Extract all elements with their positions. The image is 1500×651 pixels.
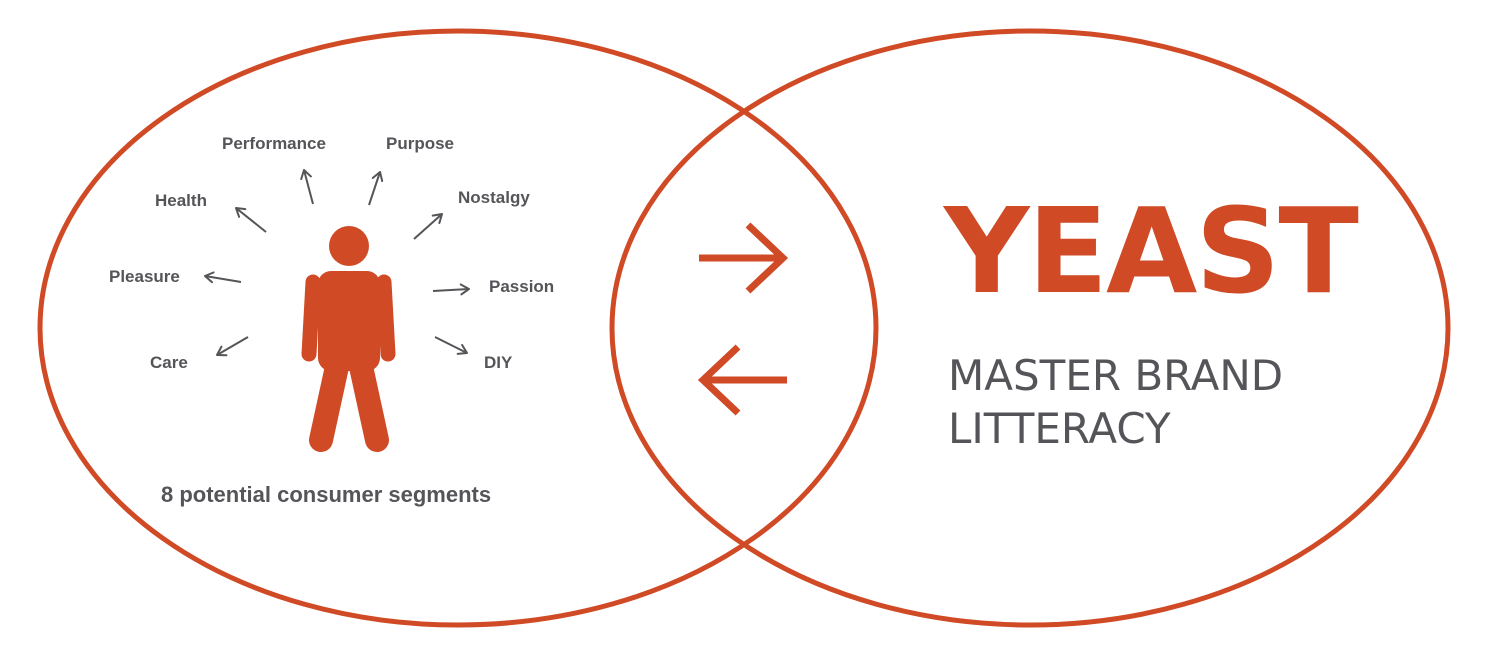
arrow-right-icon — [699, 222, 789, 294]
arrow-diy-icon — [434, 336, 468, 355]
segment-label-purpose: Purpose — [386, 134, 454, 153]
arrow-purpose-icon — [368, 171, 384, 206]
segment-label-diy: DIY — [484, 353, 513, 372]
person-icon — [301, 226, 396, 452]
arrow-care-icon — [216, 336, 249, 357]
brand-title: YEAST — [942, 182, 1358, 320]
arrow-performance-icon — [300, 169, 314, 205]
segment-label-passion: Passion — [489, 277, 554, 296]
segment-label-pleasure: Pleasure — [109, 267, 180, 286]
segment-label-health: Health — [155, 191, 207, 210]
arrow-pleasure-icon — [204, 271, 242, 284]
subtitle-line-2: LITTERACY — [948, 404, 1171, 453]
right-circle — [609, 28, 1451, 628]
segment-arrows — [204, 169, 470, 357]
left-circle — [37, 28, 879, 628]
arrow-passion-icon — [432, 283, 470, 296]
arrow-left-icon — [697, 344, 787, 416]
segment-label-nostalgy: Nostalgy — [458, 188, 530, 207]
subtitle-line-1: MASTER BRAND — [948, 351, 1283, 400]
segment-label-care: Care — [150, 353, 188, 372]
segments-caption: 8 potential consumer segments — [161, 482, 491, 507]
arrow-nostalgy-icon — [413, 213, 443, 240]
arrow-health-icon — [235, 207, 267, 233]
segment-label-performance: Performance — [222, 134, 326, 153]
